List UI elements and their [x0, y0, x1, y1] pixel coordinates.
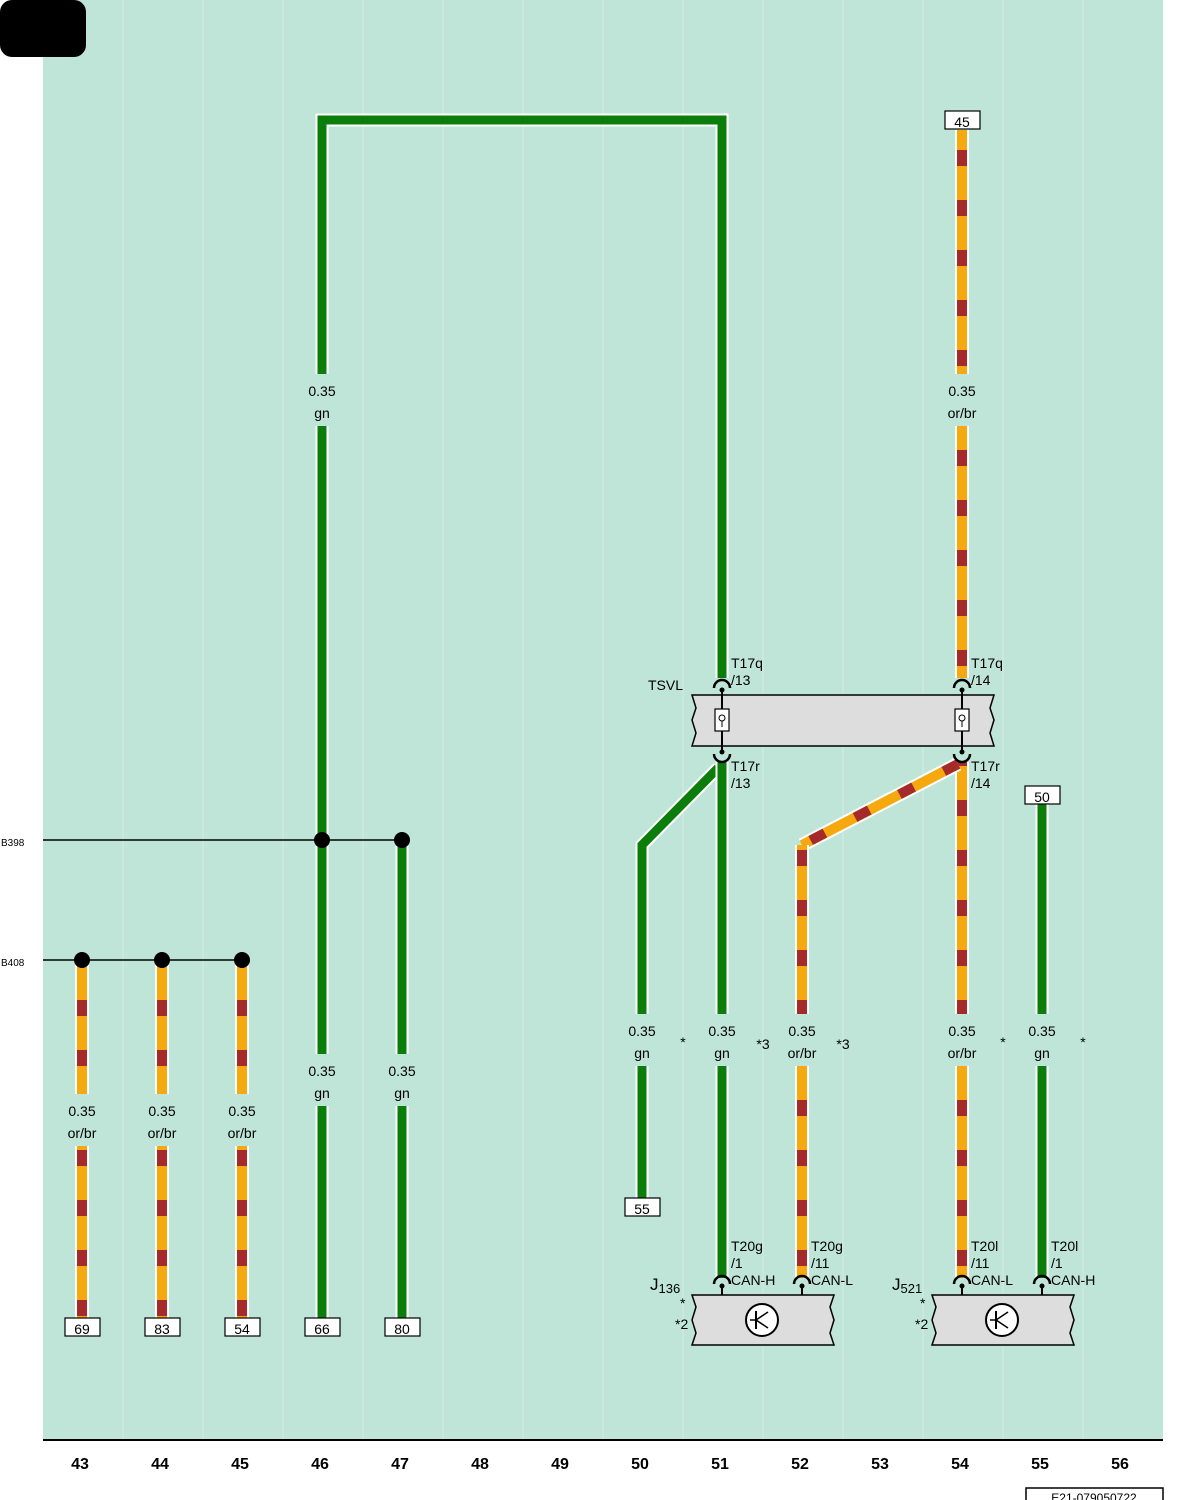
wire-labels: 0.35 gn 0.35 or/br 0.35 or/br 0.35 or/br…: [62, 374, 1086, 1146]
ref-55: 55: [634, 1201, 650, 1217]
col-num: 47: [391, 1456, 409, 1473]
wire-w2-color: or/br: [948, 405, 977, 421]
j136-star: *: [680, 1295, 686, 1311]
bus-label-b408: B408: [1, 958, 25, 969]
transistor-icon: [985, 1303, 1019, 1337]
j136-p2-pin: /11: [811, 1255, 830, 1271]
col-num: 45: [231, 1456, 249, 1473]
wire-w6-color: gn: [314, 1085, 330, 1101]
j521-p1-conn: T20l: [971, 1238, 998, 1254]
tsvl-c4-conn: T17r: [971, 758, 1000, 774]
footnote-50: *: [680, 1034, 686, 1050]
wire-w1-size: 0.35: [308, 383, 335, 399]
wire-w8-size: 0.35: [628, 1023, 655, 1039]
j521-p2-signal: CAN-H: [1051, 1272, 1095, 1288]
col-num: 50: [631, 1456, 649, 1473]
col-num: 56: [1111, 1456, 1129, 1473]
wire-w4-color: or/br: [148, 1125, 177, 1141]
wire-w10-size: 0.35: [788, 1023, 815, 1039]
col-num: 52: [791, 1456, 809, 1473]
tsvl-c2-conn: T17q: [971, 655, 1003, 671]
wire-w6-size: 0.35: [308, 1063, 335, 1079]
wire-w3-size: 0.35: [68, 1103, 95, 1119]
j136-name: J136: [650, 1275, 680, 1296]
footnote-54: *: [1000, 1034, 1006, 1050]
diagram-id: E21-079050722: [1051, 1491, 1137, 1500]
j521-p2-pin: /1: [1051, 1255, 1063, 1271]
j136-note: *2: [675, 1316, 688, 1332]
j136-p2-conn: T20g: [811, 1238, 843, 1254]
wire-w5-color: or/br: [228, 1125, 257, 1141]
j136-module: [690, 1274, 836, 1346]
col-num: 48: [471, 1456, 489, 1473]
j136-p1-signal: CAN-H: [731, 1272, 775, 1288]
ref-45: 45: [954, 114, 970, 130]
ref-83: 83: [154, 1321, 170, 1337]
col-num: 46: [311, 1456, 329, 1473]
j521-module: [930, 1274, 1076, 1346]
wire-w12-color: gn: [1034, 1045, 1050, 1061]
bus-label-b398: B398: [1, 838, 25, 849]
wire-w4-size: 0.35: [148, 1103, 175, 1119]
ref-80: 80: [394, 1321, 410, 1337]
j521-name: J521: [892, 1275, 922, 1296]
col-num: 44: [151, 1456, 169, 1473]
tsvl-c2-pin: /14: [971, 672, 991, 688]
col-num: 49: [551, 1456, 569, 1473]
ref-54: 54: [234, 1321, 250, 1337]
wire-w8-color: gn: [634, 1045, 650, 1061]
j521-p2-conn: T20l: [1051, 1238, 1078, 1254]
footnote-52: *3: [836, 1036, 849, 1052]
ref-69: 69: [74, 1321, 90, 1337]
wire-w9-size: 0.35: [708, 1023, 735, 1039]
wire-w9-color: gn: [714, 1045, 730, 1061]
j136-p2-signal: CAN-L: [811, 1272, 853, 1288]
diagram-id-box: [1025, 1487, 1164, 1500]
junction-dots: [74, 832, 410, 968]
col-num: 51: [711, 1456, 729, 1473]
col-num: 43: [71, 1456, 89, 1473]
col-num: 54: [951, 1456, 969, 1473]
tsvl-c4-pin: /14: [971, 775, 991, 791]
tsvl-label: TSVL: [648, 677, 683, 693]
wire-w11-color: or/br: [948, 1045, 977, 1061]
footnote-51: *3: [756, 1036, 769, 1052]
tsvl-c1-conn: T17q: [731, 655, 763, 671]
ref-66: 66: [314, 1321, 330, 1337]
page-tab: [0, 0, 86, 57]
wire-w1-color: gn: [314, 405, 330, 421]
col-num: 53: [871, 1456, 889, 1473]
tsvl-c3-conn: T17r: [731, 758, 760, 774]
footnote-55: *: [1080, 1034, 1086, 1050]
j521-note: *2: [915, 1316, 928, 1332]
wire-w7-size: 0.35: [388, 1063, 415, 1079]
j521-star: *: [920, 1295, 926, 1311]
col-num: 55: [1031, 1456, 1049, 1473]
wire-w5-size: 0.35: [228, 1103, 255, 1119]
tsvl-c1-pin: /13: [731, 672, 751, 688]
j136-p1-pin: /1: [731, 1255, 743, 1271]
wire-w11-size: 0.35: [948, 1023, 975, 1039]
ref-50: 50: [1034, 789, 1050, 805]
j521-p1-signal: CAN-L: [971, 1272, 1013, 1288]
transistor-icon: [745, 1303, 779, 1337]
wire-w12-size: 0.35: [1028, 1023, 1055, 1039]
j136-p1-conn: T20g: [731, 1238, 763, 1254]
tsvl-connector: [690, 678, 996, 764]
wire-w7-color: gn: [394, 1085, 410, 1101]
wire-w3-color: or/br: [68, 1125, 97, 1141]
j521-p1-pin: /11: [971, 1255, 990, 1271]
wire-w10-color: or/br: [788, 1045, 817, 1061]
tsvl-c3-pin: /13: [731, 775, 751, 791]
column-numbers: 43 44 45 46 47 48 49 50 51 52 53 54 55 5…: [71, 1456, 1129, 1473]
wire-w2-size: 0.35: [948, 383, 975, 399]
reference-boxes: 45 50 55 69 83 54 66 80: [64, 110, 1061, 1337]
